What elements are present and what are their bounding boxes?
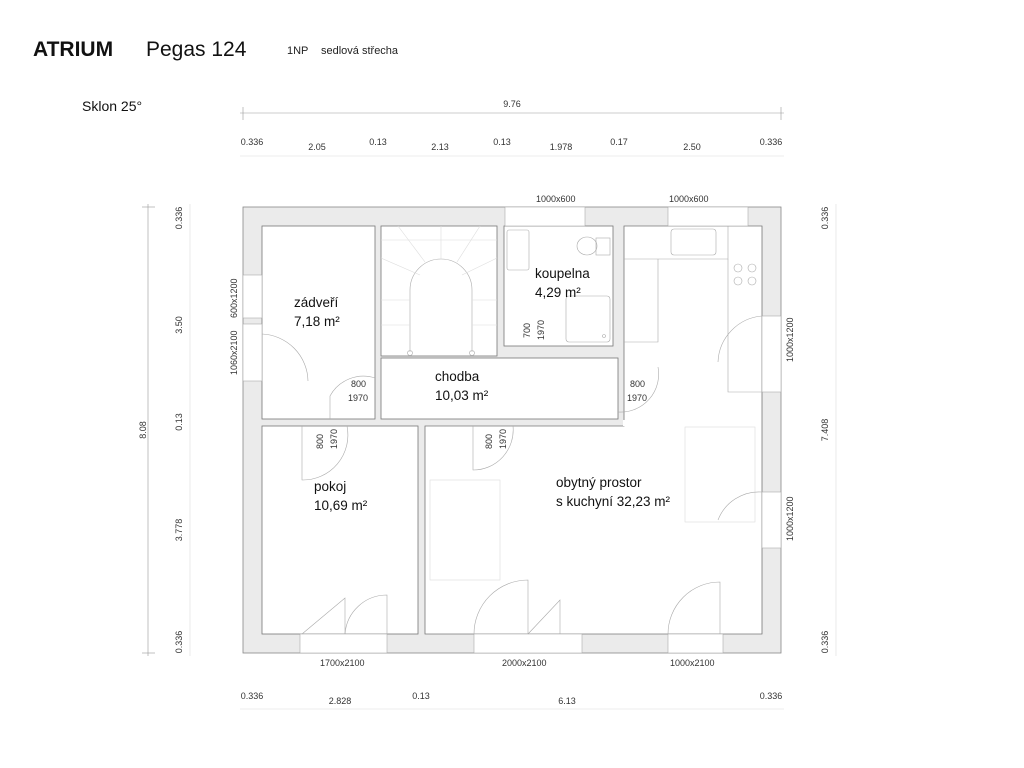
title: ATRIUM bbox=[33, 38, 113, 61]
pokoj-name: pokoj bbox=[314, 479, 346, 494]
dim-top: 2.13 bbox=[431, 142, 449, 152]
floor-label: 1NP bbox=[287, 45, 308, 57]
opening-labels: 1000x600 1000x600 600x1200 1060x2100 100… bbox=[229, 194, 795, 668]
left-window-label: 600x1200 bbox=[229, 278, 239, 318]
koupelna-area: 4,29 m² bbox=[535, 285, 581, 300]
dim-bottom: 6.13 bbox=[558, 696, 576, 706]
dim-left-total: 8.08 bbox=[138, 421, 148, 439]
dimension-lines bbox=[142, 107, 837, 710]
door-bath-height: 1970 bbox=[536, 320, 546, 340]
dim-top: 2.50 bbox=[683, 142, 701, 152]
door-pokoj-width: 800 bbox=[315, 434, 325, 449]
dimension-labels: 9.76 0.336 2.05 0.13 2.13 0.13 1.978 0.17 2.50 0.… bbox=[138, 99, 830, 706]
door-living-height: 1970 bbox=[498, 429, 508, 449]
door-zadveri-width: 800 bbox=[351, 379, 366, 389]
dim-left: 0.336 bbox=[174, 631, 184, 654]
door-chodba-height: 1970 bbox=[627, 393, 647, 403]
chodba-area: 10,03 m² bbox=[435, 388, 489, 403]
obytny-area: s kuchyní 32,23 m² bbox=[556, 494, 671, 509]
door-zadveri-height: 1970 bbox=[348, 393, 368, 403]
koupelna-name: koupelna bbox=[535, 266, 590, 281]
zadveri-area: 7,18 m² bbox=[294, 314, 340, 329]
dim-left: 3.50 bbox=[174, 316, 184, 334]
door-bath-width: 700 bbox=[522, 323, 532, 338]
bathroom-fixtures bbox=[506, 229, 611, 343]
dim-right: 0.336 bbox=[820, 631, 830, 654]
room-chodba bbox=[380, 357, 619, 420]
pokoj-area: 10,69 m² bbox=[314, 498, 368, 513]
right-window-2-label: 1000x1200 bbox=[785, 496, 795, 541]
kitchen bbox=[429, 226, 762, 581]
door-living-width: 800 bbox=[484, 434, 494, 449]
dim-bottom: 2.828 bbox=[329, 696, 352, 706]
roof-label: sedlová střecha bbox=[321, 45, 399, 57]
room-pokoj bbox=[261, 425, 419, 635]
door-pokoj-height: 1970 bbox=[329, 429, 339, 449]
bottom-door-1-label: 1700x2100 bbox=[320, 658, 365, 668]
top-window-2-label: 1000x600 bbox=[669, 194, 709, 204]
dim-top: 0.336 bbox=[760, 137, 783, 147]
openings bbox=[242, 206, 782, 654]
dim-bottom: 0.13 bbox=[412, 691, 430, 701]
obytny-name: obytný prostor bbox=[556, 475, 642, 490]
sink-icon bbox=[670, 228, 717, 256]
dim-top: 0.13 bbox=[369, 137, 387, 147]
dim-right: 0.336 bbox=[820, 207, 830, 230]
dim-top: 0.336 bbox=[241, 137, 264, 147]
left-door-label: 1060x2100 bbox=[229, 330, 239, 375]
dim-left: 0.13 bbox=[174, 413, 184, 431]
dim-bottom: 0.336 bbox=[760, 691, 783, 701]
dim-bottom: 0.336 bbox=[241, 691, 264, 701]
dim-top: 2.05 bbox=[308, 142, 326, 152]
room-labels: zádveří 7,18 m² koupelna 4,29 m² chodba … bbox=[294, 266, 671, 513]
bottom-door-2-label: 2000x2100 bbox=[502, 658, 547, 668]
door-chodba-width: 800 bbox=[630, 379, 645, 389]
dim-left: 3.778 bbox=[174, 519, 184, 542]
bottom-door-3-label: 1000x2100 bbox=[670, 658, 715, 668]
dim-left: 0.336 bbox=[174, 207, 184, 230]
dim-top: 0.17 bbox=[610, 137, 628, 147]
stair-treads bbox=[380, 225, 498, 356]
dim-top: 0.13 bbox=[493, 137, 511, 147]
dim-top: 1.978 bbox=[550, 142, 573, 152]
model-name: Pegas 124 bbox=[146, 38, 247, 61]
chodba-name: chodba bbox=[435, 369, 480, 384]
top-window-1-label: 1000x600 bbox=[536, 194, 576, 204]
staircase bbox=[380, 225, 498, 357]
right-window-1-label: 1000x1200 bbox=[785, 317, 795, 362]
dim-top-total: 9.76 bbox=[503, 99, 521, 109]
slope-label: Sklon 25° bbox=[82, 98, 142, 114]
dim-right: 7.408 bbox=[820, 419, 830, 442]
zadveri-name: zádveří bbox=[294, 295, 339, 310]
room-zadveri bbox=[261, 225, 376, 420]
